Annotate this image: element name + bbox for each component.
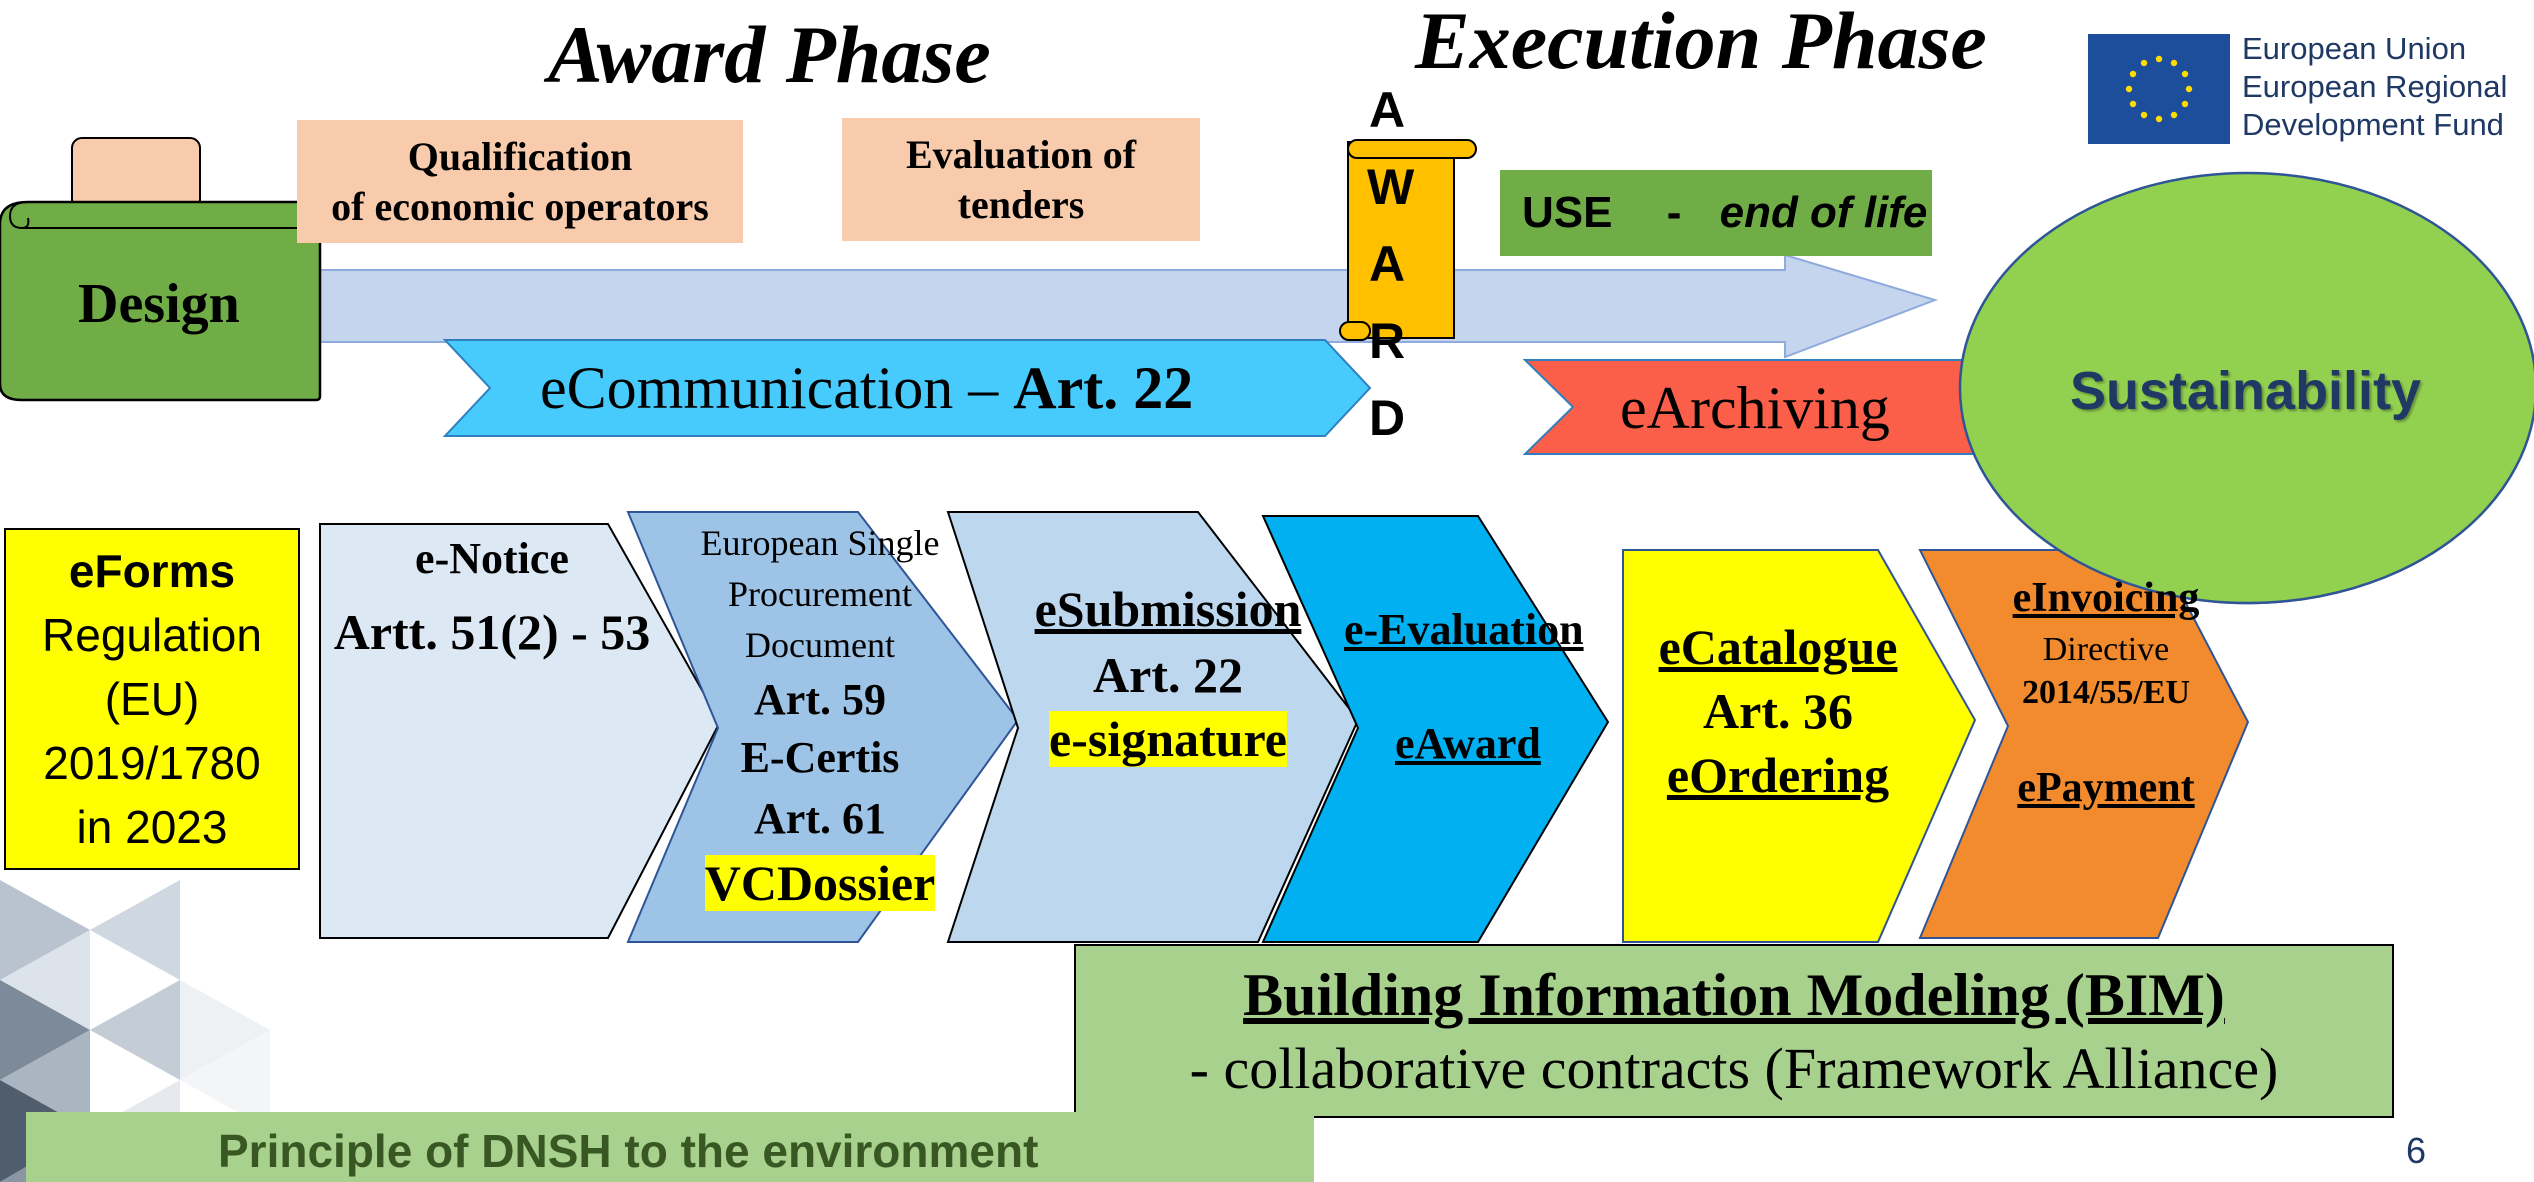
einvoicing-title: eInvoicing [2012, 575, 2200, 621]
ecommunication-art: Art. 22 [1013, 355, 1194, 421]
design-label: Design [78, 273, 240, 335]
eu-line-2: European Regional [2242, 69, 2508, 104]
eu-line-3: Development Fund [2242, 107, 2504, 142]
espd-content: European Single Procurement Document Art… [670, 518, 970, 915]
ecatalogue-title: eCatalogue [1658, 619, 1898, 675]
evaluation-box: Evaluation of tenders [842, 118, 1200, 241]
eforms-box: eForms Regulation (EU) 2019/1780 in 2023 [4, 528, 300, 870]
esubmission-title: eSubmission [1034, 581, 1302, 637]
espd-line-2: Procurement [728, 574, 912, 614]
eforms-title: eForms [68, 545, 236, 597]
award-letter-w: W [1367, 159, 1415, 215]
eu-line-1: European Union [2242, 31, 2467, 66]
use-dash: - [1666, 188, 1682, 237]
use-suffix: end of life [1719, 188, 1928, 237]
chevron-row [319, 511, 2250, 943]
use-prefix: USE [1522, 188, 1613, 237]
award-letter-a1: A [1368, 82, 1406, 138]
award-scroll [1339, 139, 1477, 341]
bim-box: Building Information Modeling (BIM) - co… [1074, 944, 2394, 1118]
eaward-label: eAward [1395, 719, 1541, 768]
use-end-of-life-box: USE - end of life [1500, 170, 1932, 256]
eforms-line-4: in 2023 [76, 801, 228, 853]
execution-phase-title: Execution Phase [1415, 0, 1987, 86]
ecommunication-label: eCommunication – Art. 22 [540, 340, 1193, 436]
einvoicing-directive: Directive [2042, 631, 2170, 668]
ecommunication-text: eCommunication – [540, 355, 1014, 421]
award-letters: A W A R D [1367, 72, 1415, 457]
sustainability-label: Sustainability [2070, 361, 2422, 421]
award-letter-a2: A [1368, 236, 1406, 292]
ecatalogue-ordering: eOrdering [1666, 747, 1890, 803]
page-number: 6 [2406, 1130, 2427, 1171]
award-letter-r: R [1368, 313, 1406, 369]
award-phase-title: Award Phase [548, 9, 991, 100]
earchiving-chevron [1522, 359, 2016, 455]
qualification-line-1: Qualification [407, 133, 633, 179]
bim-subtitle: - collaborative contracts (Framework All… [1189, 1036, 2279, 1101]
esubmission-signature: e-signature [1049, 711, 1287, 767]
earchiving-label: eArchiving [1620, 375, 1890, 441]
bim-title: Building Information Modeling (BIM) [1243, 962, 2225, 1028]
ecommunication-chevron [442, 339, 1372, 437]
eevaluation-title: e-Evaluation [1344, 605, 1584, 654]
award-letter-d: D [1368, 390, 1406, 446]
einvoicing-number: 2014/55/EU [2021, 674, 2191, 711]
enotice-content: e-Notice Artt. 51(2) - 53 [322, 526, 662, 672]
enotice-title: e-Notice [415, 534, 569, 583]
eu-flag-icon [2088, 34, 2230, 144]
espd-art59: Art. 59 [754, 675, 886, 724]
dnsh-banner: Principle of DNSH to the environment [26, 1112, 1314, 1182]
epayment-label: ePayment [2017, 765, 2195, 811]
eforms-line-2: (EU) [104, 673, 200, 725]
qualification-line-2: of economic operators [331, 183, 709, 229]
dnsh-label: Principle of DNSH to the environment [218, 1125, 1039, 1177]
espd-line-1: European Single [700, 523, 940, 563]
espd-line-3: Document [745, 625, 895, 665]
ecatalogue-art: Art. 36 [1703, 683, 1853, 739]
eforms-line-1: Regulation [42, 609, 262, 661]
espd-ecertis: E-Certis [740, 733, 900, 782]
evaluation-line-2: tenders [957, 181, 1085, 227]
espd-art61: Art. 61 [754, 794, 886, 843]
einvoicing-content: eInvoicing Directive 2014/55/EU ePayment [1956, 568, 2256, 818]
ecatalogue-content: eCatalogue Art. 36 eOrdering [1628, 614, 1928, 808]
espd-vcdossier: VCDossier [704, 855, 936, 911]
eforms-line-3: 2019/1780 [43, 737, 261, 789]
design-scroll [0, 137, 322, 402]
esubmission-content: eSubmission Art. 22 e-signature [1008, 574, 1328, 772]
evaluation-line-1: Evaluation of [905, 131, 1137, 177]
enotice-art: Artt. 51(2) - 53 [333, 604, 651, 660]
esubmission-art: Art. 22 [1093, 647, 1243, 703]
qualification-box: Qualification of economic operators [297, 120, 743, 243]
